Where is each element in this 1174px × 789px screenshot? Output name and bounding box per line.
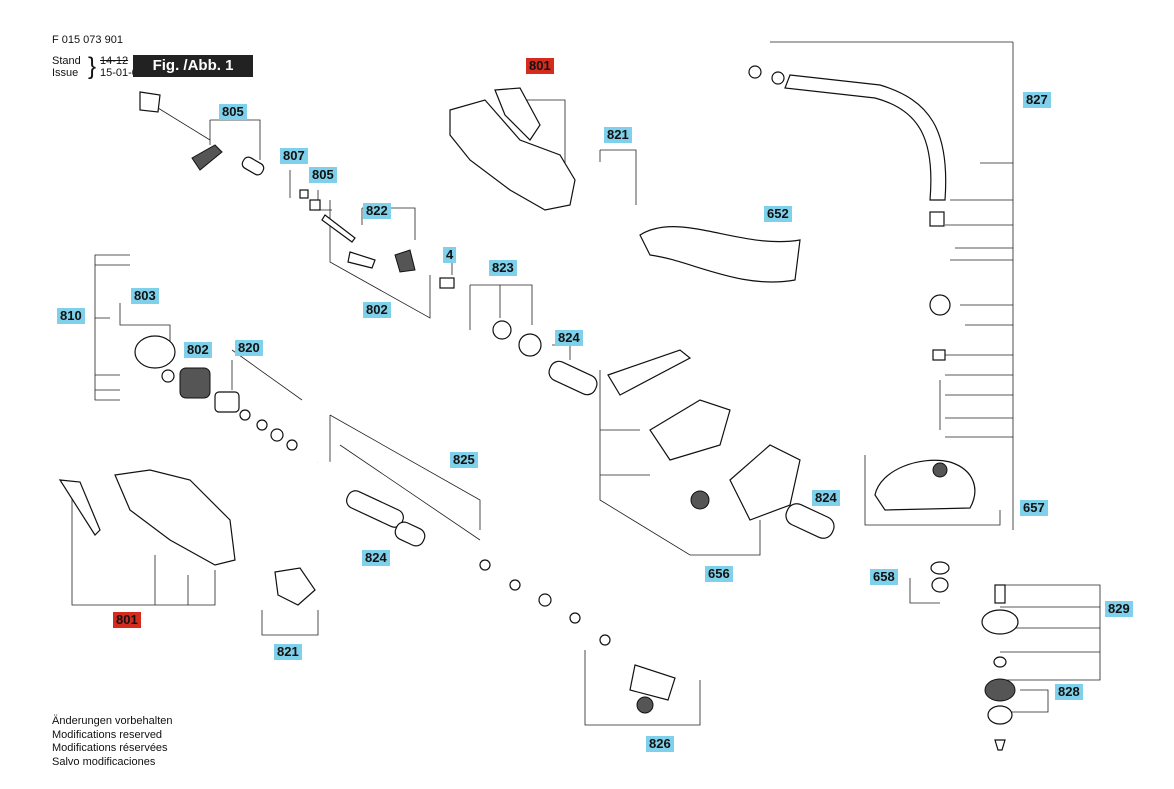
callout-656: 656	[705, 566, 733, 582]
callout-658: 658	[870, 569, 898, 585]
callout-823: 823	[489, 260, 517, 276]
housing-cover-top	[494, 87, 541, 141]
callout-801-bottom: 801	[113, 612, 141, 628]
cable-clamp	[191, 144, 223, 171]
callout-822: 822	[363, 203, 391, 219]
footer-note-fr: Modifications réservées	[52, 742, 168, 754]
callout-827: 827	[1023, 92, 1051, 108]
callout-829: 829	[1105, 601, 1133, 617]
callout-824-top: 824	[555, 330, 583, 346]
callout-824-right: 824	[812, 490, 840, 506]
shoulder-strap	[639, 226, 801, 283]
header-brace: }	[88, 53, 97, 80]
callout-807: 807	[280, 148, 308, 164]
sleeve	[241, 156, 265, 176]
callout-652: 652	[764, 206, 792, 222]
callout-802-mid: 802	[363, 302, 391, 318]
callout-805-mid: 805	[309, 167, 337, 183]
leader-lines	[71, 41, 1101, 726]
grip-tube	[548, 360, 598, 396]
guard	[874, 459, 976, 511]
housing-half-top	[449, 99, 576, 211]
footer-note-en: Modifications reserved	[52, 728, 163, 741]
document-number: F 015 073 901	[52, 34, 123, 46]
callout-824-lower: 824	[362, 550, 390, 566]
callout-4: 4	[443, 247, 457, 263]
footer-notes: Änderungen vorbehalten Modifications res…	[52, 715, 172, 769]
callout-803: 803	[131, 288, 159, 304]
footer-note-de: Änderungen vorbehalten	[52, 715, 173, 727]
stand-value: 14-12	[100, 55, 129, 67]
housing-half-bottom	[114, 469, 236, 566]
power-plug	[139, 91, 161, 113]
footer-note-es: Salvo modificaciones	[52, 755, 156, 768]
issue-label: Issue	[52, 67, 79, 79]
figure-label: Fig. /Abb. 1	[133, 55, 253, 77]
callout-826: 826	[646, 736, 674, 752]
callout-825: 825	[450, 452, 478, 468]
stand-label: Stand	[52, 55, 81, 67]
callout-802-left: 802	[184, 342, 212, 358]
parts	[58, 65, 1019, 751]
callout-821-top: 821	[604, 127, 632, 143]
callout-821-bottom: 821	[274, 644, 302, 660]
callout-820: 820	[235, 340, 263, 356]
callout-805-top: 805	[219, 104, 247, 120]
callout-810: 810	[57, 308, 85, 324]
callout-828: 828	[1055, 684, 1083, 700]
callout-801-top: 801	[526, 58, 554, 74]
callout-657: 657	[1020, 500, 1048, 516]
